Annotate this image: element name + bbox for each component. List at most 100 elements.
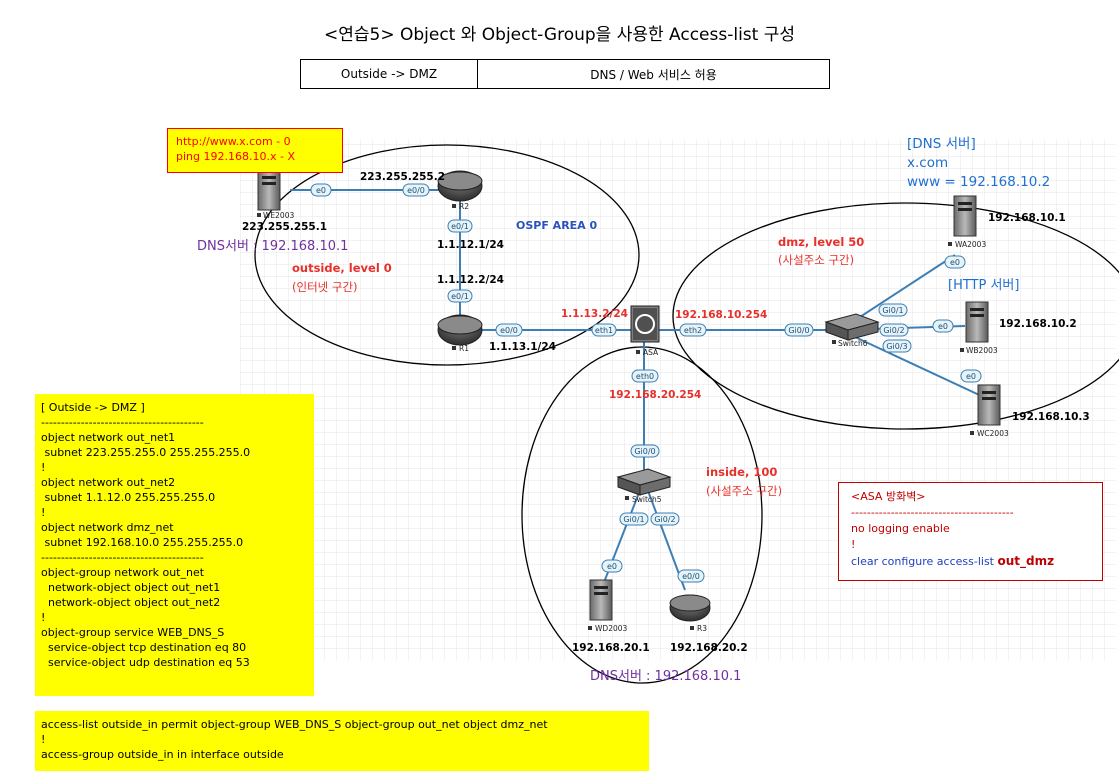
test-result-note: http://www.x.com - 0 ping 192.168.10.x -… — [167, 128, 343, 173]
svg-text:e0: e0 — [966, 372, 976, 381]
access-list-config-block: access-list outside_in permit object-gro… — [35, 711, 649, 771]
acl-line: access-list outside_in permit object-gro… — [41, 718, 548, 731]
ip-asa-eth2: 192.168.10.254 — [675, 309, 767, 321]
config-line: object network dmz_net — [41, 521, 174, 534]
page-title: <연습5> Object 와 Object-Group을 사용한 Access-… — [323, 25, 796, 45]
policy-direction-cell: Outside -> DMZ — [301, 60, 478, 88]
device-label-r3: R3 — [697, 624, 707, 633]
dmz-area-ellipse — [672, 202, 1119, 430]
svg-text:Gi0/3: Gi0/3 — [886, 342, 907, 351]
asa-box-line2: ! — [851, 538, 856, 551]
config-line: object-group network out_net — [41, 566, 205, 579]
port-wa-e0: e0 — [944, 255, 966, 269]
svg-text:Gi0/2: Gi0/2 — [654, 515, 675, 524]
outside-area-desc: (인터넷 구간) — [292, 280, 358, 294]
port-r2-e00: e0/0 — [402, 183, 430, 197]
config-line: object-group service WEB_DNS_S — [41, 626, 225, 639]
config-line: network-object object out_net1 — [41, 581, 221, 594]
policy-header-table: Outside -> DMZ DNS / Web 서비스 허용 — [300, 59, 830, 89]
port-r1-e00: e0/0 — [495, 323, 523, 337]
config-line: ! — [41, 461, 46, 474]
dmz-area-name: dmz, level 50 — [778, 235, 864, 249]
device-label-switch6: Switch6 — [838, 339, 868, 348]
asa-box-title: <ASA 방화벽> — [851, 490, 926, 503]
object-config-block: [ Outside -> DMZ ] ---------------------… — [35, 394, 314, 696]
device-label-asa: ASA — [643, 348, 659, 357]
router-r1-icon — [437, 314, 483, 346]
ip-wa: 192.168.10.1 — [988, 212, 1066, 224]
port-r2-e01: e0/1 — [447, 219, 473, 233]
svg-text:e0/0: e0/0 — [500, 326, 518, 335]
svg-text:Gi0/0: Gi0/0 — [788, 326, 809, 335]
port-asa-eth2: eth2 — [679, 323, 707, 337]
inside-area-name: inside, 100 — [706, 465, 777, 479]
ip-r3: 192.168.20.2 — [670, 642, 748, 654]
acl-line: access-group outside_in in interface out… — [41, 748, 284, 761]
router-r2-icon — [437, 170, 483, 202]
port-we-e0: e0 — [310, 183, 332, 197]
test-http-line: http://www.x.com - 0 — [176, 135, 291, 148]
config-line: ! — [41, 611, 46, 624]
port-r1-e01: e0/1 — [447, 289, 473, 303]
server-wa2003-icon — [953, 195, 977, 237]
device-label-switch5: Switch5 — [632, 495, 662, 504]
port-wc-e0: e0 — [960, 369, 982, 383]
svg-text:Gi0/0: Gi0/0 — [634, 447, 655, 456]
device-label-wa2003: WA2003 — [955, 240, 986, 249]
policy-service-cell: DNS / Web 서비스 허용 — [590, 67, 717, 82]
server-wb2003-icon — [965, 301, 989, 343]
port-r3-e00: e0/0 — [677, 569, 705, 583]
svg-text:e0: e0 — [316, 186, 326, 195]
ip-asa-eth1: 1.1.13.2/24 — [561, 308, 628, 320]
svg-text:e0/1: e0/1 — [451, 222, 469, 231]
switch6-icon — [824, 313, 880, 341]
port-sw5-gi00: Gi0/0 — [630, 444, 660, 458]
asa-box-line3-prefix: clear configure access-list — [851, 555, 998, 568]
ip-r1-e01: 1.1.12.2/24 — [437, 274, 504, 286]
config-line: service-object tcp destination eq 80 — [41, 641, 247, 654]
config-line: object network out_net2 — [41, 476, 176, 489]
svg-text:eth1: eth1 — [595, 326, 613, 335]
test-ping-line: ping 192.168.10.x - X — [176, 150, 295, 163]
asa-box-line3: clear configure access-list out_dmz — [851, 553, 1090, 570]
svg-text:Gi0/1: Gi0/1 — [623, 515, 644, 524]
device-label-wd2003: WD2003 — [595, 624, 628, 633]
config-line: service-object udp destination eq 53 — [41, 656, 250, 669]
dns-info-line3: www = 192.168.10.2 — [907, 174, 1051, 190]
ip-r2-e01: 1.1.12.1/24 — [437, 239, 504, 251]
svg-text:e0: e0 — [607, 562, 617, 571]
ip-wc: 192.168.10.3 — [1012, 411, 1090, 423]
asa-firewall-box: <ASA 방화벽> ------------------------------… — [838, 482, 1103, 581]
port-wd-e0: e0 — [601, 559, 623, 573]
config-line: subnet 192.168.10.0 255.255.255.0 — [41, 536, 244, 549]
inside-area-ellipse — [521, 346, 763, 684]
config-line: [ Outside -> DMZ ] — [41, 401, 145, 414]
switch5-icon — [616, 468, 672, 496]
device-label-wc2003: WC2003 — [977, 429, 1009, 438]
router-r3-icon — [669, 594, 711, 622]
firewall-asa-icon — [630, 305, 660, 343]
device-label-we2003: WE2003 — [263, 211, 294, 220]
config-line: ----------------------------------------… — [41, 551, 204, 564]
port-sw6-gi01: Gi0/1 — [878, 303, 908, 317]
ospf-area-label: OSPF AREA 0 — [516, 219, 598, 232]
server-wc2003-icon — [977, 384, 1001, 426]
port-wb-e0: e0 — [932, 319, 954, 333]
port-asa-eth1: eth1 — [591, 323, 617, 337]
port-sw6-gi02: Gi0/2 — [879, 323, 909, 337]
dns-server-info: [DNS 서버] x.com www = 192.168.10.2 — [907, 135, 1050, 192]
svg-text:e0: e0 — [950, 258, 960, 267]
server-we2003-icon — [257, 169, 281, 211]
device-label-wb2003: WB2003 — [966, 346, 998, 355]
port-sw6-gi03: Gi0/3 — [882, 339, 912, 353]
svg-text:Gi0/2: Gi0/2 — [883, 326, 904, 335]
svg-text:e0/0: e0/0 — [407, 186, 425, 195]
ip-asa-eth0: 192.168.20.254 — [609, 389, 701, 401]
device-label-r1: R1 — [459, 344, 469, 353]
dns-note-left: DNS서버 : 192.168.10.1 — [197, 239, 348, 254]
acl-line: ! — [41, 733, 46, 746]
svg-text:e0/0: e0/0 — [682, 572, 700, 581]
outside-area-ellipse — [254, 144, 640, 366]
config-line: ----------------------------------------… — [41, 416, 204, 429]
svg-text:e0: e0 — [938, 322, 948, 331]
